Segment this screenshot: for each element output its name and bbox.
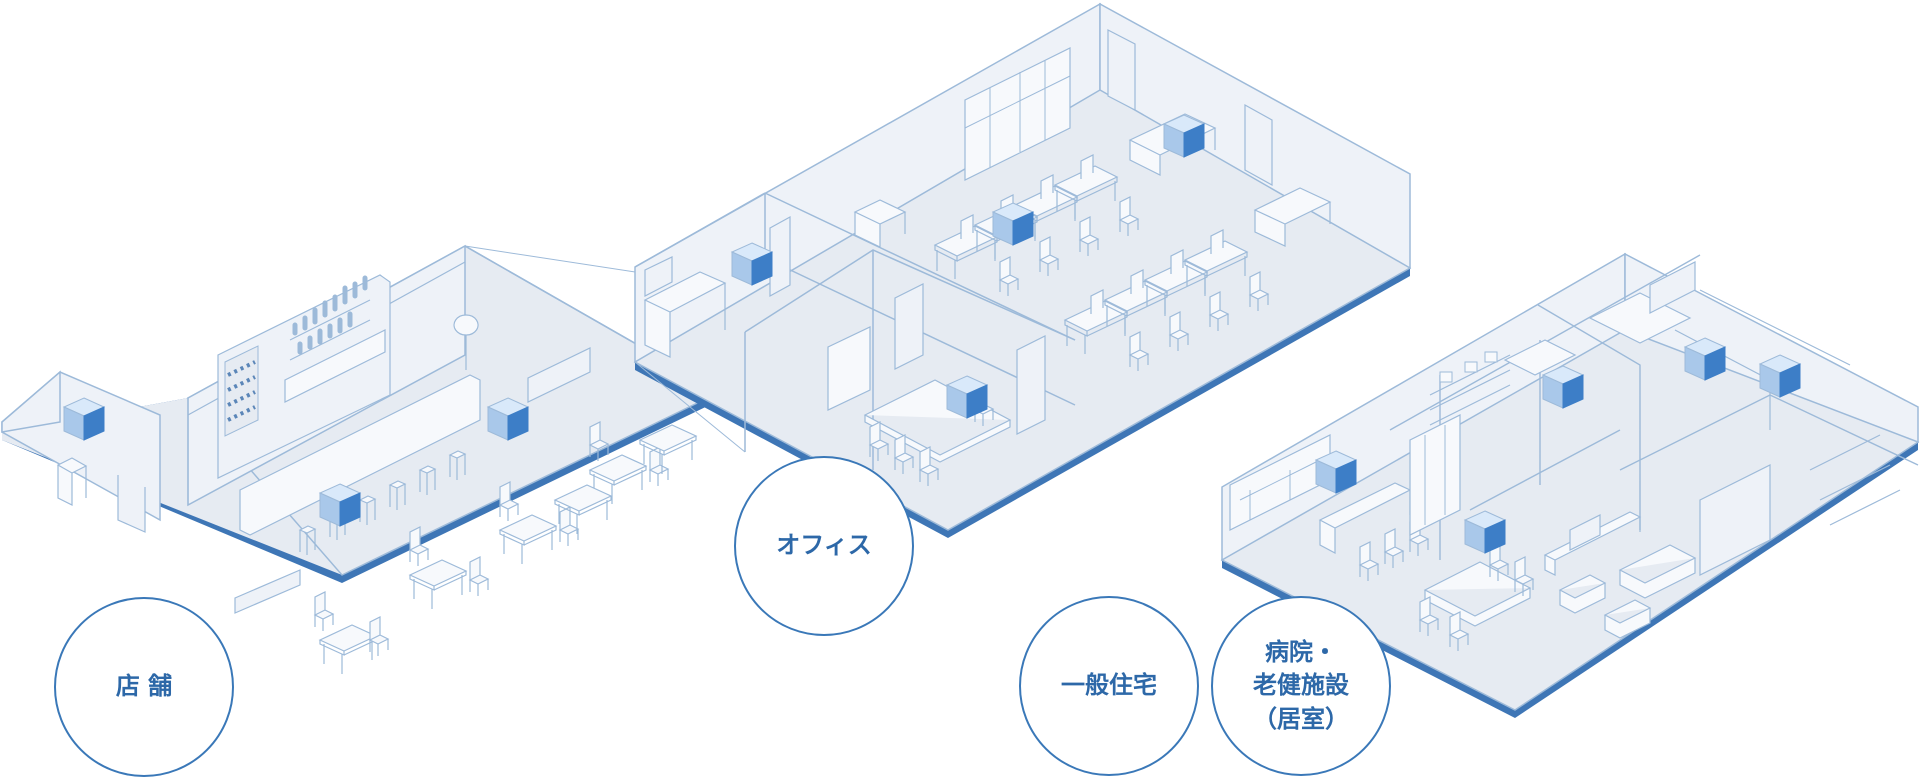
house-label-circle[interactable]: 一般住宅 (1019, 596, 1199, 776)
office-meeting-unit (946, 375, 988, 419)
store-dining-unit (487, 397, 529, 441)
house-bath-unit (1542, 365, 1584, 409)
residence-room (1220, 252, 1920, 718)
hospital-label-circle[interactable]: 病院・ 老健施設 （居室） (1211, 596, 1391, 776)
office-label: オフィス (776, 531, 872, 560)
hospital-label-line2: 老健施設 (1253, 671, 1349, 700)
store-label-circle[interactable]: 店 舗 (54, 597, 234, 777)
store-restroom-unit (63, 397, 105, 441)
store-bar-unit (319, 483, 361, 527)
hospital-label-line3: （居室） (1253, 704, 1349, 733)
house-living-unit (1464, 510, 1506, 554)
office-pantry-unit (731, 242, 773, 286)
office-workspace-unit (992, 202, 1034, 246)
house-bedroom-unit (1684, 337, 1726, 381)
store-label: 店 舗 (115, 672, 173, 701)
house-kitchen-unit (1315, 450, 1357, 494)
office-reception-unit (1163, 114, 1205, 158)
hospital-room-unit (1759, 354, 1801, 398)
office-label-circle[interactable]: オフィス (734, 456, 914, 636)
hospital-label-line1: 病院・ (1265, 638, 1337, 667)
house-label: 一般住宅 (1061, 671, 1157, 700)
